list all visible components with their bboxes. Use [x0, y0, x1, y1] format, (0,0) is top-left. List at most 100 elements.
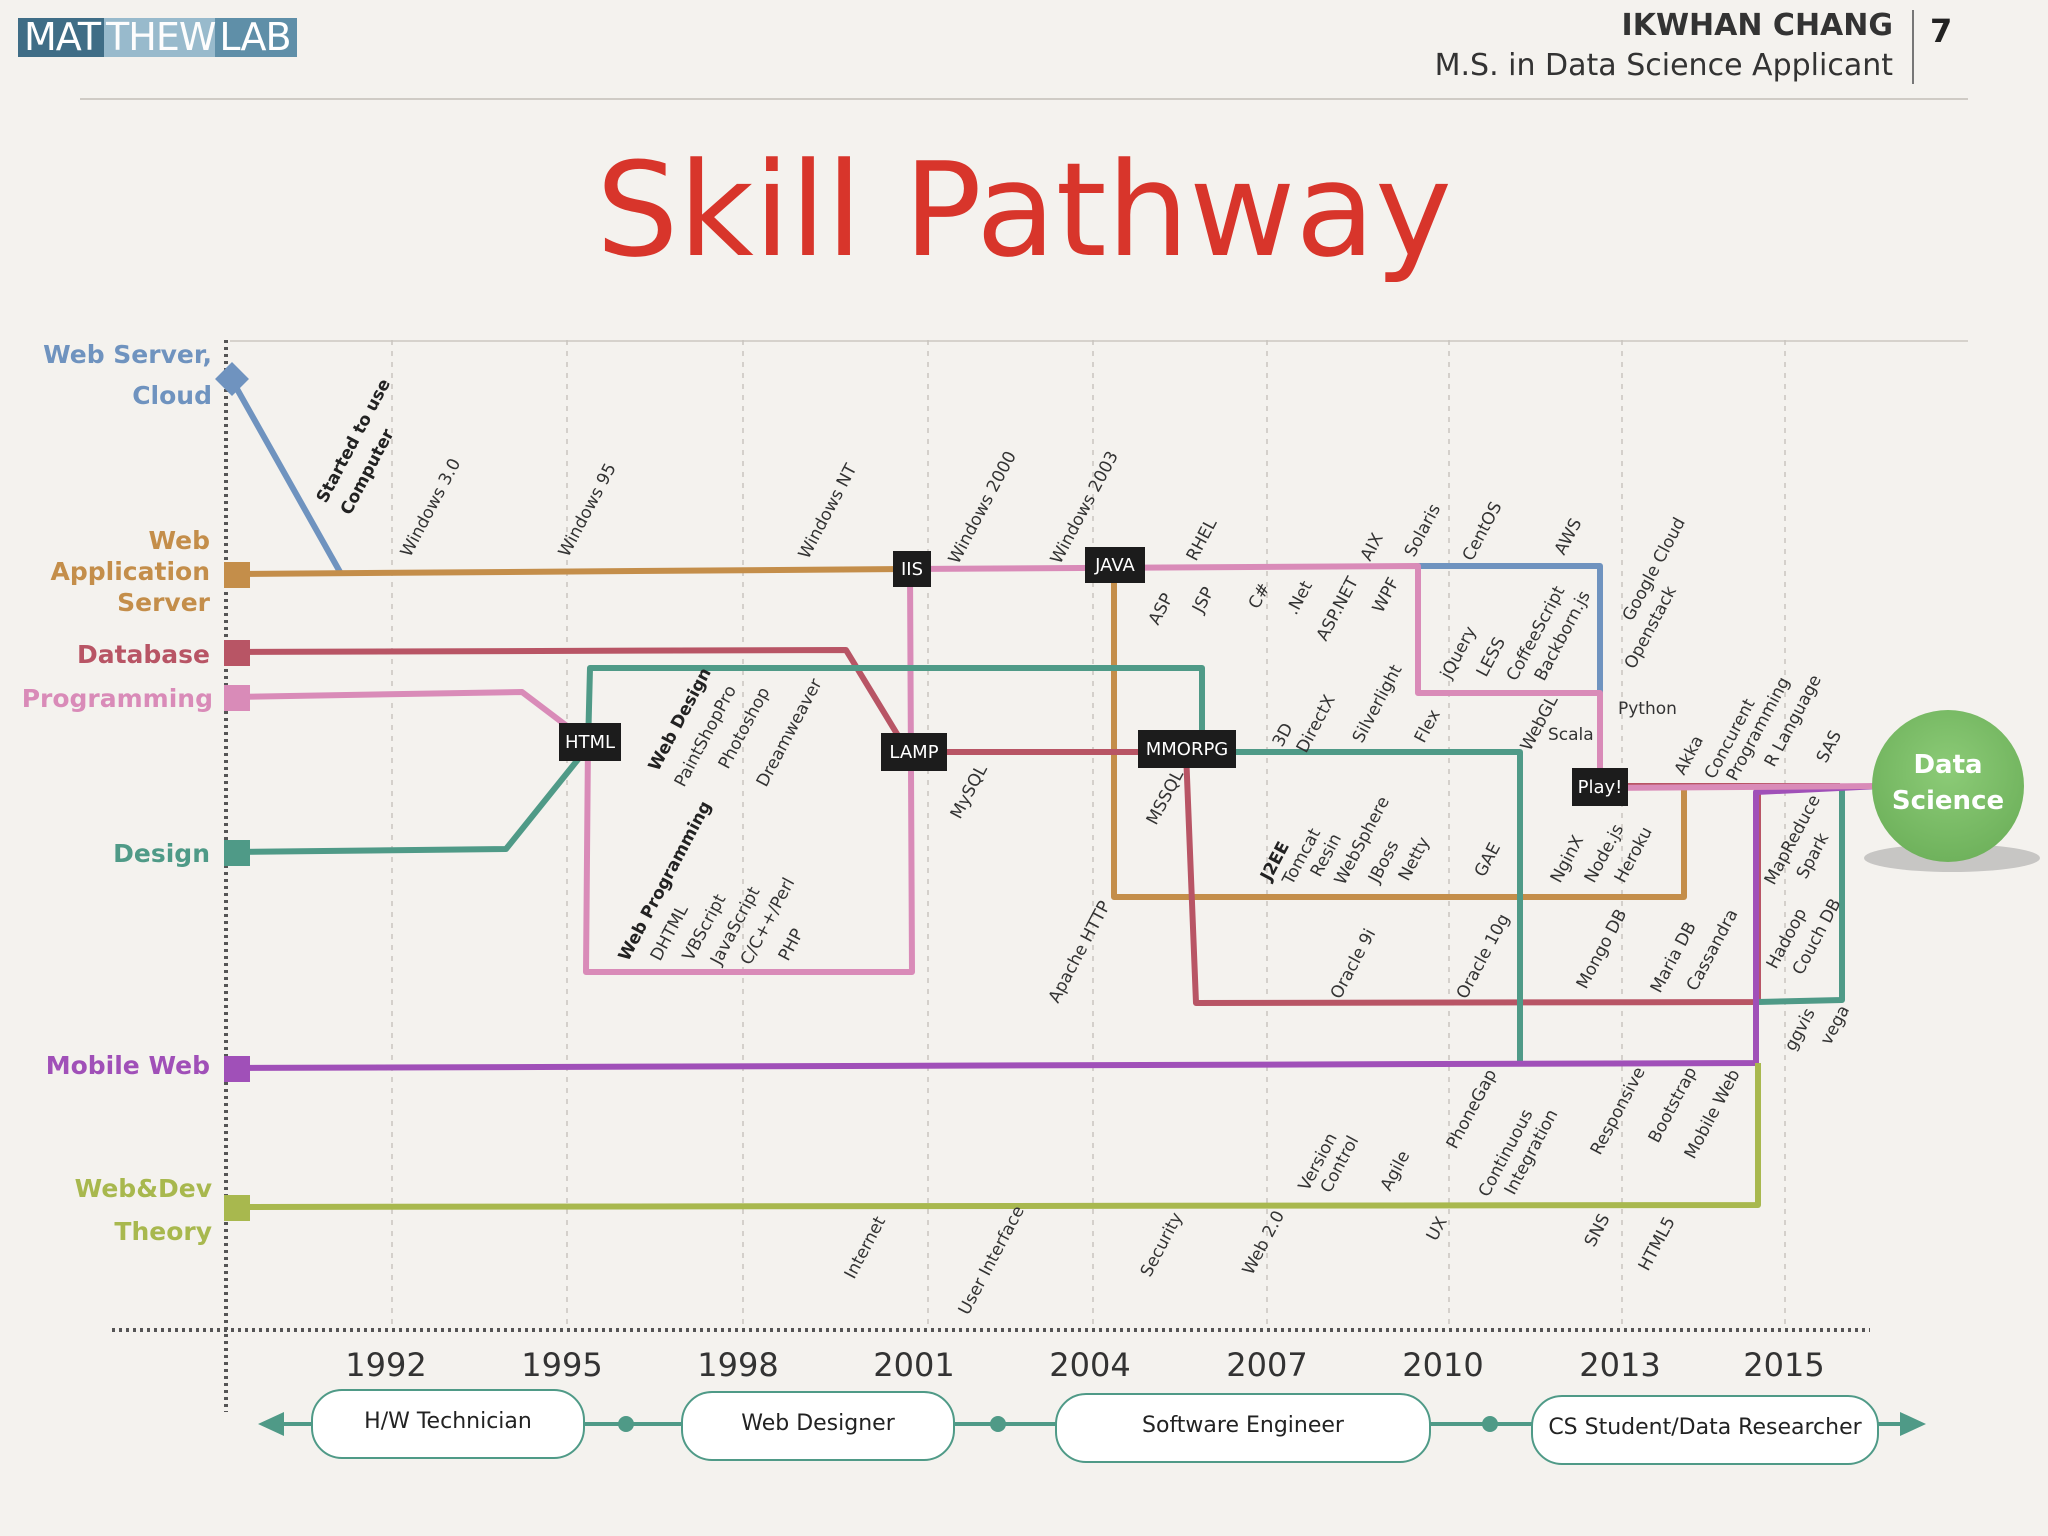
theory-path: [231, 1063, 1761, 1210]
cat-cloud-label-1: Web Server,: [43, 340, 212, 369]
skill-apache: Apache HTTP: [1045, 898, 1115, 1007]
node-mmorpg: MMORPG: [1138, 730, 1236, 768]
logo-part-mat: MAT: [18, 18, 105, 57]
header-rule: [80, 98, 1968, 100]
skill-jquery: jQuery: [1436, 623, 1481, 683]
skill-sas: SAS: [1813, 727, 1846, 766]
cat-database-label: Database: [77, 640, 210, 669]
timeline-arrow-right: [1900, 1412, 1926, 1436]
start-markers: [215, 362, 250, 1221]
milestone-nodes: IIS JAVA HTML LAMP MMORPG Play!: [559, 547, 1628, 806]
year-2004: 2004: [1049, 1346, 1130, 1384]
webapp-path: [231, 566, 911, 577]
year-1998: 1998: [697, 1346, 778, 1384]
skill-oracle10g: Oracle 10g: [1453, 911, 1514, 1003]
skill-win30: Windows 3.0: [397, 455, 466, 560]
svg-text:JAVA: JAVA: [1094, 555, 1135, 576]
database-path: [231, 647, 1761, 1006]
role-software-engineer: [1055, 1393, 1431, 1463]
skill-csharp: C#: [1245, 580, 1275, 612]
database-start-marker: [224, 640, 250, 666]
year-labels: 1992 1995 1998 2001 2004 2007 2010 2013 …: [345, 1346, 1824, 1384]
skill-winnt: Windows NT: [795, 460, 862, 562]
role-cs-student-label: CS Student/Data Researcher: [1548, 1415, 1862, 1440]
cat-design-label: Design: [113, 839, 210, 868]
year-1992: 1992: [345, 1346, 426, 1384]
skill-wpf: WPF: [1369, 574, 1404, 616]
skill-oracle9i: Oracle 9i: [1327, 926, 1380, 1003]
programming-path-start: [231, 568, 915, 975]
cat-theory-label-1: Web&Dev: [75, 1174, 212, 1203]
programming-path-main: [909, 563, 1603, 784]
year-2013: 2013: [1579, 1346, 1660, 1384]
role-hw-technician-label: H/W Technician: [364, 1409, 532, 1434]
skill-cassandra: Cassandra: [1683, 906, 1743, 994]
skill-php: PHP: [775, 926, 808, 965]
skill-rhel: RHEL: [1183, 515, 1222, 564]
role-hw-technician: [311, 1389, 585, 1459]
role-web-designer: [681, 1391, 955, 1461]
webapp-start-marker: [224, 562, 250, 588]
skill-aws: AWS: [1551, 515, 1587, 558]
node-play: Play!: [1572, 768, 1628, 806]
svg-text:LAMP: LAMP: [889, 742, 938, 763]
skill-ux: UX: [1423, 1213, 1452, 1244]
skill-scala: Scala: [1548, 725, 1594, 745]
cat-webapp-label-3: Server: [117, 588, 211, 617]
theory-start-marker: [224, 1195, 250, 1221]
timeline-dot-1: [618, 1416, 634, 1432]
title-rule: [230, 340, 1968, 342]
cat-theory-label-2: Theory: [114, 1217, 212, 1246]
timeline-arrow-left: [258, 1412, 284, 1436]
skill-ui: User Interface: [955, 1203, 1029, 1319]
cloud-start-marker: [215, 362, 249, 396]
skill-flex: Flex: [1411, 706, 1445, 746]
node-java: JAVA: [1085, 547, 1145, 583]
career-timeline: H/W Technician Web Designer Software Eng…: [258, 1389, 1926, 1465]
role-web-designer-label: Web Designer: [741, 1411, 895, 1436]
page-number: 7: [1930, 12, 1953, 50]
svg-text:Play!: Play!: [1578, 777, 1623, 798]
applicant-name: IKWHAN CHANG: [1621, 8, 1893, 43]
cat-cloud-label-2: Cloud: [132, 381, 212, 410]
applicant-subtitle: M.S. in Data Science Applicant: [1434, 48, 1893, 83]
node-iis: IIS: [893, 551, 931, 587]
role-software-engineer-label: Software Engineer: [1142, 1413, 1345, 1438]
skill-internet: Internet: [841, 1213, 891, 1282]
skill-silverlight: Silverlight: [1349, 661, 1407, 746]
logo-part-thew: THEW: [104, 15, 216, 59]
year-2007: 2007: [1226, 1346, 1307, 1384]
to-data-science: [1599, 783, 1881, 791]
data-science-label-1: Data: [1913, 750, 1982, 780]
node-lamp: LAMP: [881, 733, 947, 771]
cat-programming-label: Programming: [22, 684, 213, 713]
skill-mssql: MSSQL: [1143, 766, 1189, 828]
skill-solaris: Solaris: [1401, 501, 1445, 561]
year-1995: 1995: [521, 1346, 602, 1384]
skill-mysql: MySQL: [947, 761, 992, 822]
timeline-dot-2: [990, 1416, 1006, 1432]
mobile-path: [231, 783, 1881, 1071]
skill-gae: GAE: [1471, 840, 1505, 881]
skill-vega: vega: [1817, 1002, 1854, 1048]
skill-sns: SNS: [1581, 1211, 1615, 1251]
svg-text:MMORPG: MMORPG: [1146, 739, 1229, 760]
skill-asp: ASP: [1145, 590, 1178, 628]
cat-webapp-label-1: Web: [148, 526, 210, 555]
skill-jsp: JSP: [1188, 584, 1218, 617]
skill-win95: Windows 95: [555, 460, 621, 560]
data-science-label-2: Science: [1892, 786, 2004, 816]
cloud-path-start: [229, 378, 343, 574]
skill-agile: Agile: [1377, 1148, 1415, 1195]
timeline-dot-3: [1482, 1416, 1498, 1432]
mobile-start-marker: [224, 1056, 250, 1082]
data-science-circle: [1872, 710, 2024, 862]
skill-responsive: Responsive: [1587, 1064, 1650, 1159]
svg-text:IIS: IIS: [901, 559, 923, 580]
design-path-3: [1757, 786, 1845, 1005]
design-path-2: [1202, 749, 1523, 1063]
skill-aix: AIX: [1357, 530, 1388, 565]
skill-dotnet: .Net: [1283, 578, 1317, 619]
